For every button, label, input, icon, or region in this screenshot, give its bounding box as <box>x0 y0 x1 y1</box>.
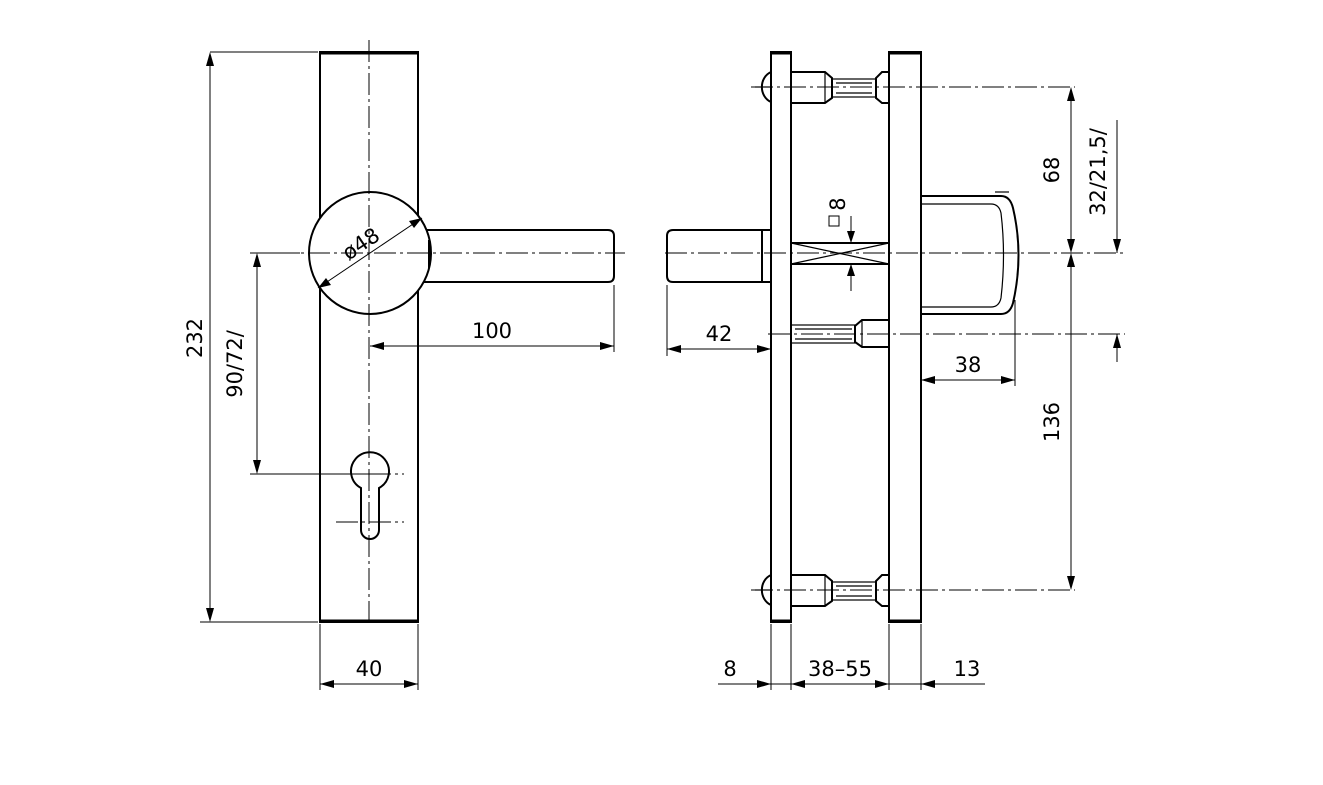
cap-depth-label: 38 <box>955 353 982 377</box>
spindle-projection-dimension: 42 <box>666 285 771 356</box>
lever-length-dimension: 100 <box>370 285 615 352</box>
upper-screw-spacing-dimension: 68 <box>1040 87 1075 253</box>
spindle-stub <box>666 229 772 283</box>
lever-handle <box>418 229 615 283</box>
square-spindle-dimension: 8 <box>826 197 855 291</box>
plate-width-dimension: 40 <box>319 624 419 690</box>
front-view: ø48 232 90/72/ 100 <box>183 40 625 690</box>
plate-length-dimension: 232 <box>183 51 318 623</box>
lever-length-label: 100 <box>472 319 512 343</box>
right-plate <box>888 51 922 623</box>
cylinder-cap <box>921 195 1020 315</box>
upper-screw-spacing-label: 68 <box>1040 157 1064 184</box>
spindle-projection-label: 42 <box>706 322 733 346</box>
lower-screw-spacing-label: 136 <box>1040 402 1064 442</box>
thickness-dimension-chain: 8 38–55 13 <box>718 624 985 690</box>
cylinder-distance-dimension: 90/72/ <box>223 252 385 475</box>
cap-depth-dimension: 38 <box>921 300 1016 386</box>
plate-length-label: 232 <box>183 318 207 358</box>
side-view: 8 42 38 68 136 <box>665 51 1125 690</box>
left-plate <box>770 51 792 623</box>
outer-offset-label: 32/21,5/ <box>1086 127 1110 216</box>
cylinder-distance-label: 90/72/ <box>223 329 247 398</box>
square-spindle-label: 8 <box>826 197 850 210</box>
plate-width-label: 40 <box>356 657 383 681</box>
lower-screw-spacing-dimension: 136 <box>1040 253 1075 590</box>
outer-offset-dimension: 32/21,5/ <box>1086 120 1121 362</box>
door-thickness-label: 38–55 <box>808 657 872 681</box>
cylinder-keyhole <box>350 451 390 540</box>
right-plate-thickness-label: 13 <box>954 657 981 681</box>
left-plate-thickness-label: 8 <box>723 657 736 681</box>
lower-through-bolt <box>791 574 889 607</box>
